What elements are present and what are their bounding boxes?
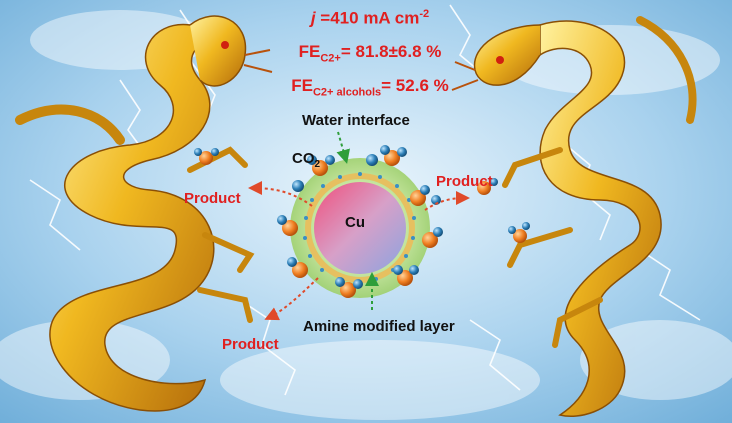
product-arrows bbox=[248, 181, 470, 321]
amine-layer-label: Amine modified layer bbox=[303, 318, 455, 335]
current-density-exponent: -2 bbox=[419, 8, 430, 20]
co2-label: CO2 bbox=[292, 150, 320, 170]
surface-molecules bbox=[277, 145, 443, 298]
fe-alcohols-label: FEC2+ alcohols= 52.6 % bbox=[250, 76, 490, 98]
current-density-symbol: j bbox=[310, 8, 316, 28]
right-dragon bbox=[451, 16, 697, 417]
water-interface-label: Water interface bbox=[302, 112, 410, 129]
left-dragon bbox=[15, 15, 273, 412]
fe-alcohols-value: = 52.6 % bbox=[381, 76, 449, 95]
green-arrows bbox=[336, 131, 379, 310]
product-label-right: Product bbox=[436, 173, 493, 190]
fe-c2-value: = 81.8±6.8 % bbox=[340, 42, 442, 61]
product-label-left-bottom: Product bbox=[222, 336, 279, 353]
fe-alcohols-prefix: FE bbox=[291, 76, 313, 95]
dragon-molecules bbox=[194, 148, 530, 243]
current-density-value: =410 mA cm bbox=[315, 8, 420, 28]
fe-c2-label: FEC2+= 81.8±6.8 % bbox=[250, 42, 490, 64]
fe-c2-subscript: C2+ bbox=[320, 52, 341, 65]
fe-alcohols-subscript: C2+ alcohols bbox=[312, 86, 382, 99]
product-label-left-top: Product bbox=[184, 190, 241, 207]
cu-core-label: Cu bbox=[345, 214, 365, 231]
fe-c2-prefix: FE bbox=[298, 42, 321, 61]
co2-main: CO bbox=[292, 150, 315, 167]
current-density-label: j =410 mA cm-2 bbox=[250, 8, 490, 29]
co2-subscript: 2 bbox=[314, 159, 321, 170]
